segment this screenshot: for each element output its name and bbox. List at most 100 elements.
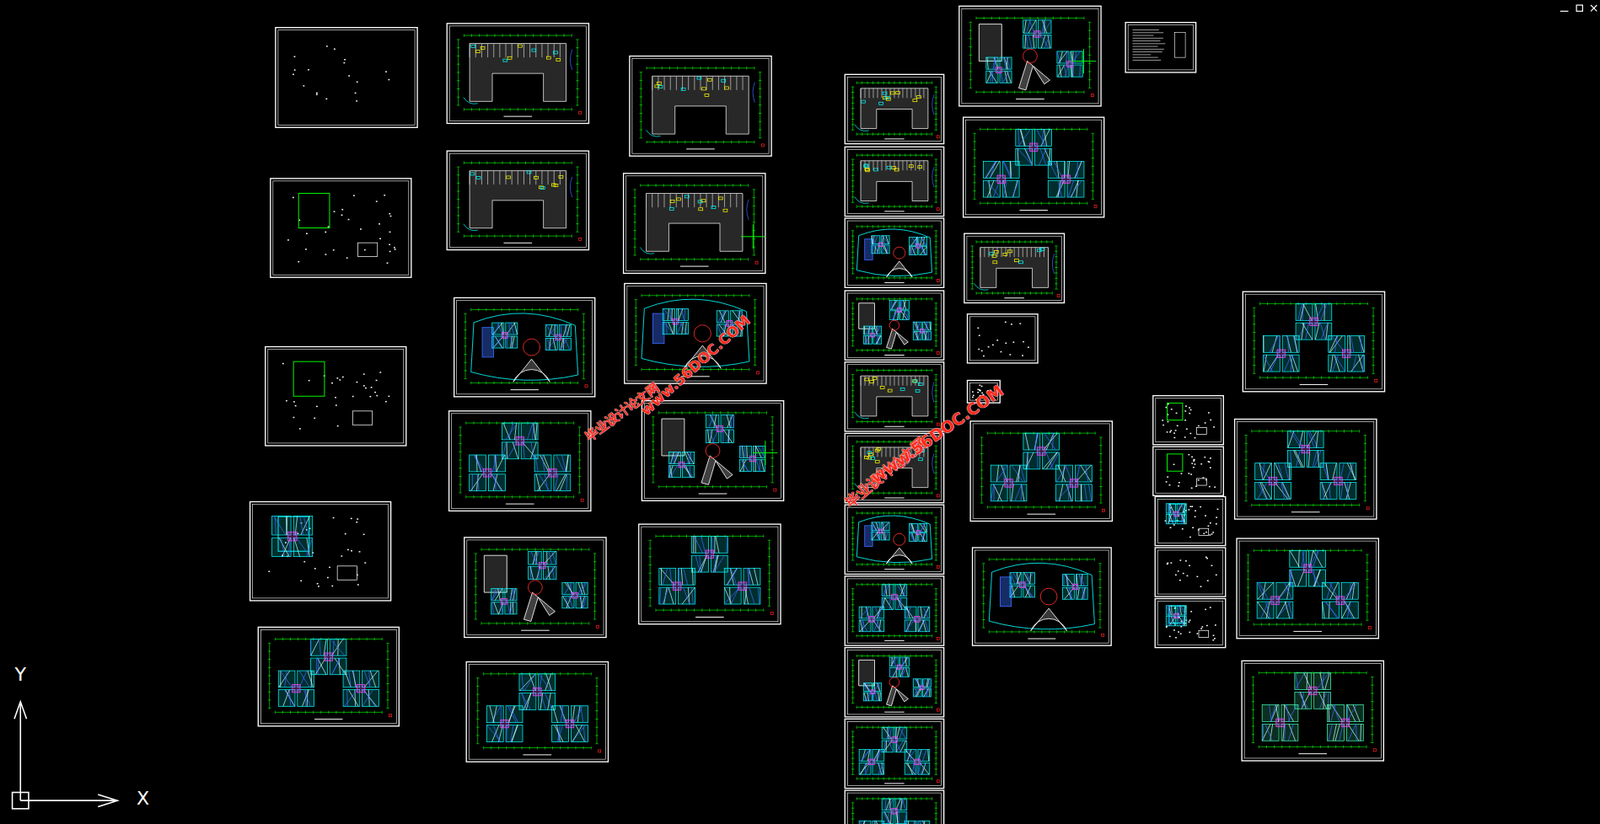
unit-cluster [889, 300, 909, 320]
dimension-tick [920, 132, 922, 136]
room-detail [872, 377, 877, 381]
wall-line [491, 474, 503, 492]
dimension-tick [268, 667, 272, 669]
partition [553, 171, 555, 185]
dimension-tick [648, 540, 652, 542]
wall-line [730, 587, 739, 605]
dimension-tick [473, 594, 478, 596]
room-detail [470, 172, 475, 176]
core [672, 318, 679, 325]
dimension-tick [540, 161, 542, 165]
dimension-tick [740, 257, 741, 262]
room-detail [864, 165, 869, 168]
wall-line [670, 466, 672, 478]
dimension-tick [872, 204, 874, 209]
dimension-tick [719, 485, 721, 489]
wall-line [912, 246, 916, 256]
dimension-tick [861, 420, 863, 425]
fan-plaza [513, 359, 550, 382]
wall-line [714, 555, 718, 573]
wall-line [284, 671, 287, 688]
dimension-tick [915, 297, 917, 301]
dimension-tick [539, 308, 541, 312]
sheet-border [847, 76, 941, 141]
wall-line [740, 445, 742, 458]
building-outline [860, 88, 929, 129]
wall-line [565, 455, 569, 473]
dimension-tick [552, 746, 554, 751]
dimension-tick [934, 374, 938, 376]
detail-mark [308, 380, 311, 382]
dimension-tick [730, 140, 732, 145]
wall-line [679, 322, 688, 335]
dimension-tick [588, 547, 590, 552]
sheet-frame [454, 297, 596, 397]
wall-line [914, 322, 919, 331]
detail-mark [316, 406, 318, 408]
dimension-tick [851, 406, 855, 408]
wall-line [563, 596, 570, 609]
dimension-tick [485, 308, 487, 312]
wall-line [660, 587, 661, 605]
dimension-tick [558, 495, 559, 500]
detail-mark [282, 363, 285, 365]
dimension-tick [268, 692, 272, 693]
dimension-tick [575, 55, 580, 57]
dimension-tick [910, 153, 912, 157]
dimension-tick [701, 608, 703, 613]
dimension-tick [888, 440, 890, 444]
dimension-tick [724, 257, 726, 262]
dimension-tick [481, 495, 483, 500]
dimension-tick [519, 421, 521, 425]
dimension-tick [655, 608, 656, 613]
dimension-tick [934, 329, 938, 331]
dimension-tick [692, 66, 693, 70]
title-line [510, 389, 538, 391]
dimension-tick [753, 323, 758, 325]
wall-line [332, 658, 341, 676]
wall-line [741, 459, 749, 472]
wall-line [548, 324, 553, 337]
dimension-tick [463, 354, 468, 355]
dimension-tick [687, 294, 688, 298]
dimension-tick [540, 33, 542, 38]
room-detail [704, 94, 709, 97]
unit-cluster [486, 706, 523, 743]
wall-line [660, 568, 662, 586]
partition [529, 171, 531, 185]
dimension-tick [856, 80, 858, 85]
dimension-tick [727, 411, 729, 415]
dimension-tick [934, 107, 938, 109]
room-detail [701, 199, 706, 203]
landscape-edge [463, 224, 478, 231]
dimension-tick [934, 202, 938, 204]
wall-line [507, 442, 518, 460]
partition [645, 193, 647, 208]
wall-line [280, 537, 285, 557]
dimension-tick [312, 711, 314, 715]
unit-cluster [272, 516, 313, 558]
dimension-tick [268, 643, 272, 645]
dimension-tick [578, 459, 582, 461]
partition [535, 171, 537, 185]
dimension-tick [458, 484, 462, 486]
partition [885, 375, 886, 387]
wall-line [683, 308, 686, 321]
dimension-tick [578, 451, 582, 453]
dimension-tick [758, 485, 760, 489]
detail-mark [355, 100, 358, 102]
room-detail [480, 46, 485, 49]
dimension-tick [633, 307, 638, 309]
dimension-tick [861, 225, 863, 229]
partition [923, 161, 924, 172]
dimension-tick [532, 234, 534, 238]
dimension-tick [595, 677, 599, 679]
dimension-tick [770, 474, 774, 476]
wall-line [506, 442, 508, 460]
dimension-tick [867, 348, 869, 353]
dimension-tick [723, 66, 725, 70]
dimension-tick [583, 672, 585, 677]
dimension-tick [872, 80, 874, 85]
dimension-tick [593, 569, 597, 571]
dimension-tick [386, 643, 390, 645]
